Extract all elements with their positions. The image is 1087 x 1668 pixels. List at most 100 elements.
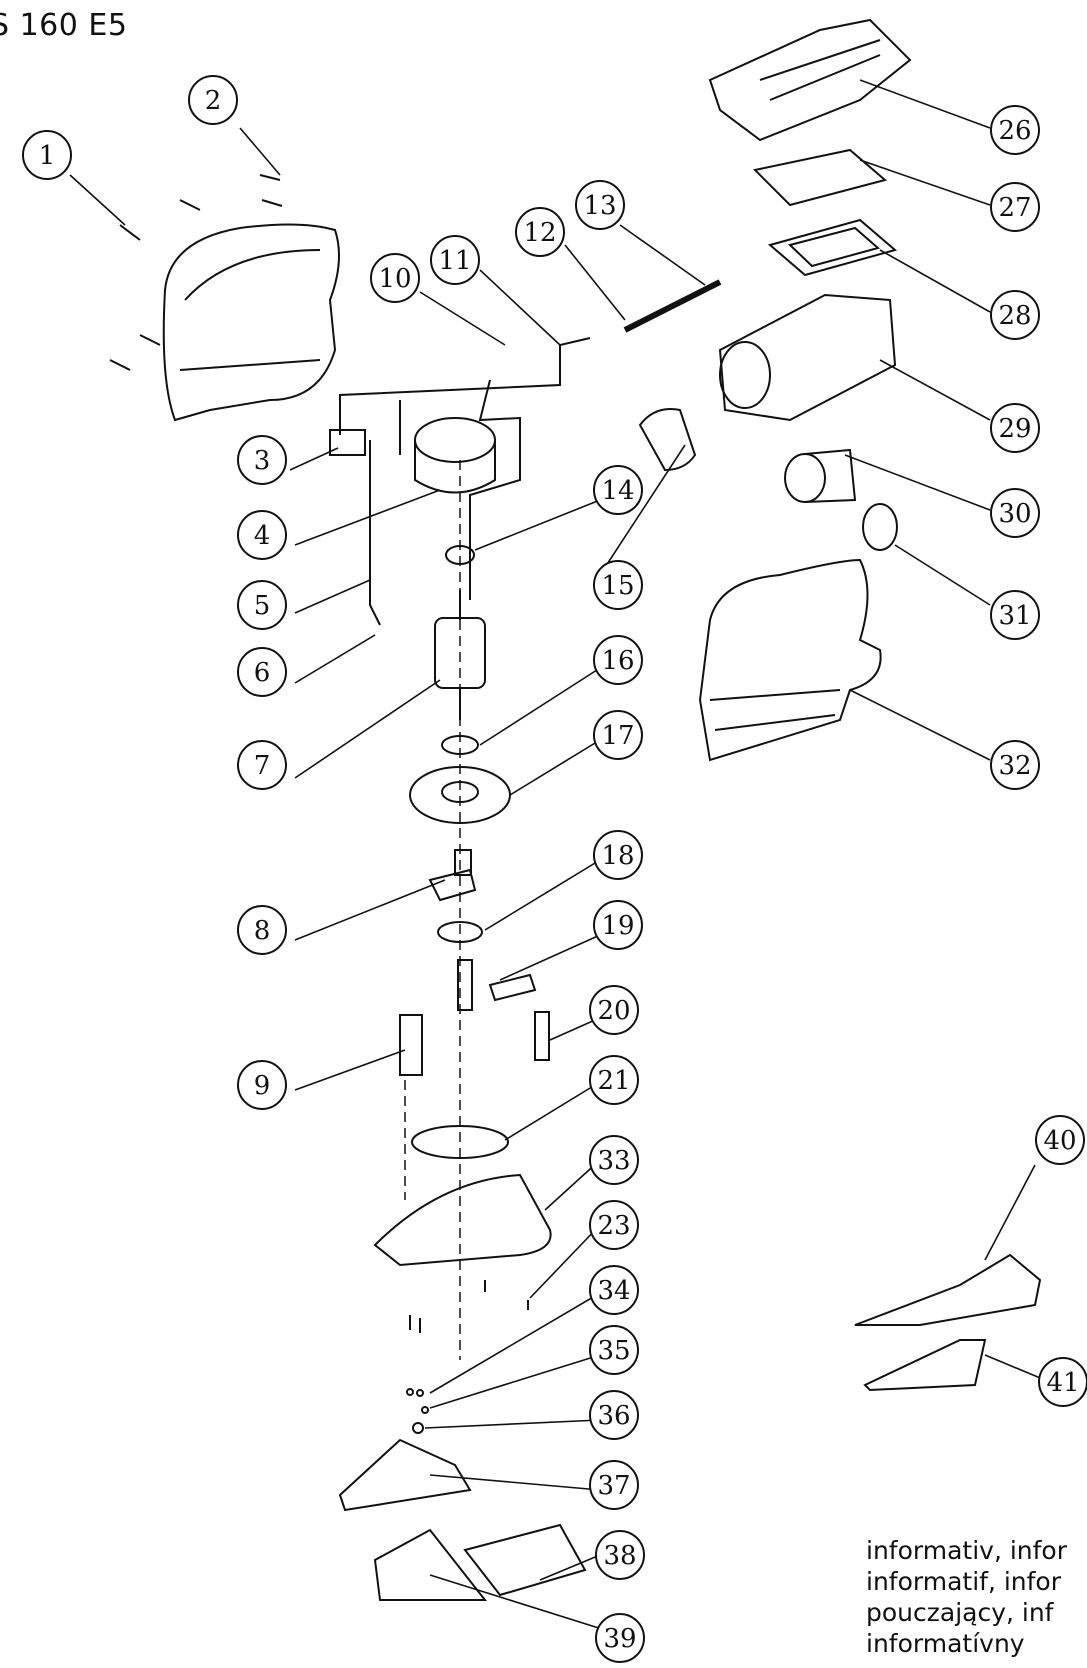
sanding-pad-shape <box>338 1438 472 1512</box>
callout-number: 41 <box>1046 1368 1079 1398</box>
top-cover-shape <box>708 18 912 142</box>
callout-circle <box>593 710 643 760</box>
callout-circle <box>589 1325 639 1375</box>
callout-number: 20 <box>597 996 630 1026</box>
dust-box-shape <box>718 293 897 422</box>
callout-number: 35 <box>597 1336 630 1366</box>
callout-number: 3 <box>254 446 271 476</box>
callout-10: 10 <box>370 253 420 303</box>
callout-number: 34 <box>597 1276 630 1306</box>
callout-39: 39 <box>595 1613 645 1663</box>
callout-circle <box>589 1135 639 1185</box>
callout-number: 32 <box>998 751 1031 781</box>
callout-26: 26 <box>990 105 1040 155</box>
callout-circle <box>593 830 643 880</box>
callout-number: 39 <box>603 1624 636 1654</box>
callout-number: 14 <box>601 476 634 506</box>
callout-circle <box>237 435 287 485</box>
callout-circle <box>589 1055 639 1105</box>
callout-number: 13 <box>583 191 616 221</box>
informative-note: informativ, infor informatif, infor pouc… <box>866 1535 1067 1659</box>
callout-32: 32 <box>990 740 1040 790</box>
callout-16: 16 <box>593 635 643 685</box>
callout-circle <box>990 105 1040 155</box>
callout-7: 7 <box>237 740 287 790</box>
callout-circle <box>593 900 643 950</box>
note-line: informatívny <box>866 1629 1025 1658</box>
callout-19: 19 <box>593 900 643 950</box>
callout-number: 12 <box>523 218 556 248</box>
callout-number: 6 <box>254 658 271 688</box>
callout-circle <box>589 1390 639 1440</box>
sander-body-shape <box>698 558 882 762</box>
callout-14: 14 <box>593 465 643 515</box>
callout-circle <box>589 1200 639 1250</box>
callout-number: 10 <box>378 264 411 294</box>
callout-number: 8 <box>254 916 271 946</box>
callout-36: 36 <box>589 1390 639 1440</box>
callout-circle <box>990 403 1040 453</box>
callout-29: 29 <box>990 403 1040 453</box>
callout-circle <box>237 580 287 630</box>
screw-icon <box>109 174 283 371</box>
callout-number: 27 <box>998 193 1031 223</box>
callout-number: 9 <box>254 1071 271 1101</box>
callout-circle <box>595 1613 645 1663</box>
callout-circle <box>589 1460 639 1510</box>
callout-41: 41 <box>1038 1357 1087 1407</box>
callout-circle <box>237 905 287 955</box>
callout-number: 29 <box>998 414 1031 444</box>
callout-circle <box>990 740 1040 790</box>
callout-number: 36 <box>597 1401 630 1431</box>
callout-number: 7 <box>254 751 271 781</box>
callout-number: 37 <box>597 1471 630 1501</box>
callout-38: 38 <box>595 1530 645 1580</box>
callout-number: 5 <box>254 591 271 621</box>
callout-circle <box>237 740 287 790</box>
callout-circle <box>990 182 1040 232</box>
callout-35: 35 <box>589 1325 639 1375</box>
callout-circle <box>430 235 480 285</box>
callout-circle <box>589 1265 639 1315</box>
gasket-shape <box>767 218 898 277</box>
callout-circle <box>593 635 643 685</box>
callout-18: 18 <box>593 830 643 880</box>
callout-1: 1 <box>22 130 72 180</box>
callout-circle <box>593 465 643 515</box>
callout-number: 23 <box>597 1211 630 1241</box>
callout-circle <box>990 590 1040 640</box>
callout-2: 2 <box>188 75 238 125</box>
callout-number: 16 <box>601 646 634 676</box>
callout-circle <box>237 1060 287 1110</box>
callout-number: 30 <box>998 499 1031 529</box>
callout-30: 30 <box>990 488 1040 538</box>
callout-27: 27 <box>990 182 1040 232</box>
callout-8: 8 <box>237 905 287 955</box>
callout-circle <box>237 510 287 560</box>
housing-cover-shape <box>162 223 340 422</box>
callout-11: 11 <box>430 235 480 285</box>
note-line: informativ, infor <box>866 1536 1068 1565</box>
callout-circle <box>575 180 625 230</box>
callout-circle <box>990 488 1040 538</box>
callout-circle <box>595 1530 645 1580</box>
callout-17: 17 <box>593 710 643 760</box>
callout-circle <box>237 647 287 697</box>
callout-number: 19 <box>601 911 634 941</box>
callout-circle <box>515 207 565 257</box>
callout-21: 21 <box>589 1055 639 1105</box>
callout-number: 1 <box>39 141 56 171</box>
callout-circle <box>188 75 238 125</box>
note-line: pouczający, inf <box>866 1598 1054 1627</box>
finger-attachment-shape <box>854 1253 1042 1326</box>
callout-circle <box>1038 1357 1087 1407</box>
callout-number: 21 <box>597 1066 630 1096</box>
callout-number: 15 <box>601 571 634 601</box>
callout-number: 17 <box>601 721 634 751</box>
callout-33: 33 <box>589 1135 639 1185</box>
callout-5: 5 <box>237 580 287 630</box>
callout-31: 31 <box>990 590 1040 640</box>
callout-circle <box>22 130 72 180</box>
callout-number: 28 <box>998 301 1031 331</box>
